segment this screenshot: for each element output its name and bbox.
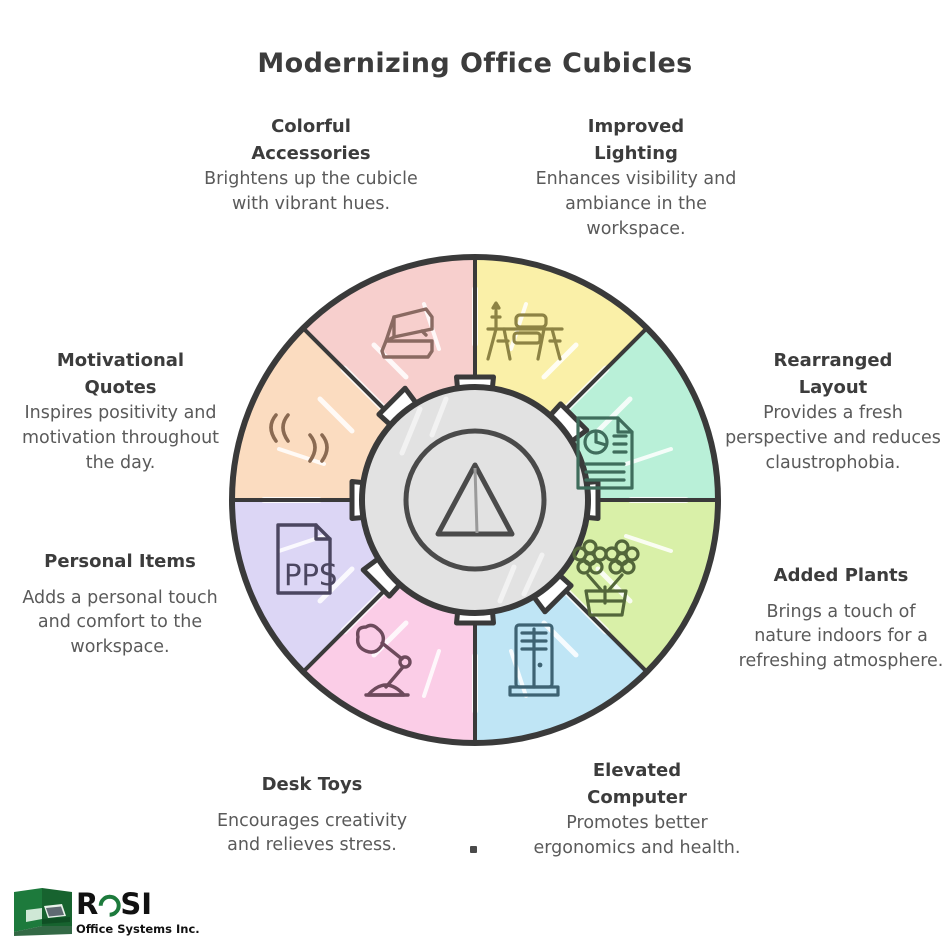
label-title-line2: Layout <box>798 376 868 398</box>
label-title: Added Plants <box>773 565 909 586</box>
label-improved-lighting: Improved Lighting Enhances visibility an… <box>528 114 744 242</box>
label-description: Adds a personal touch and comfort to the… <box>22 587 218 658</box>
computer-tower-icon <box>508 623 560 697</box>
label-elevated-computer: Elevated Computer Promotes better ergono… <box>528 758 746 861</box>
label-title: Desk Toys <box>261 774 363 795</box>
label-description: Brings a touch of nature indoors for a r… <box>738 601 944 672</box>
label-motivational-quotes: Motivational Quotes Inspires positivity … <box>18 348 223 476</box>
stapler-icon <box>380 307 434 359</box>
report-document-icon <box>576 416 634 490</box>
label-title: Improved <box>587 116 685 137</box>
label-title: Elevated <box>592 760 682 781</box>
label-added-plants: Added Plants Brings a touch of nature in… <box>736 563 946 674</box>
label-title-line2: Computer <box>587 786 687 808</box>
label-description: Brightens up the cubicle with vibrant hu… <box>204 169 418 214</box>
label-description: Promotes better ergonomics and health. <box>533 813 741 858</box>
segmented-wheel-diagram: PPS <box>224 249 726 751</box>
logo-wordmark: R SI Office Systems Inc. <box>76 886 202 936</box>
quotation-marks-icon <box>269 413 329 463</box>
label-title: Personal Items <box>44 551 196 572</box>
wheel-outer-ring <box>229 254 721 746</box>
page-title: Modernizing Office Cubicles <box>257 48 693 79</box>
label-title-line2: Lighting <box>594 142 678 164</box>
hub-inner-ring <box>403 428 547 572</box>
label-title: Motivational <box>56 350 185 371</box>
rosi-logo[interactable]: R SI Office Systems Inc. <box>12 886 202 944</box>
cubicle-desk-icon <box>14 888 72 936</box>
label-title: Rearranged <box>773 350 893 371</box>
label-description: Encourages creativity and relieves stres… <box>216 810 408 856</box>
label-description: Inspires positivity and motivation throu… <box>21 403 220 473</box>
label-desk-toys: Desk Toys Encourages creativity and reli… <box>212 772 412 858</box>
pps-file-label: PPS <box>284 558 337 592</box>
label-description: Provides a fresh perspective and reduces… <box>725 403 941 473</box>
label-description: Enhances visibility and ambiance in the … <box>535 169 737 239</box>
label-title-line2: Accessories <box>251 142 371 164</box>
potted-flowers-icon <box>572 539 640 617</box>
desk-lamp-icon <box>355 623 412 697</box>
triangle-in-circle-icon <box>435 462 515 537</box>
logo-brand-first: R <box>76 887 99 921</box>
bullet-dot-mark <box>470 846 477 853</box>
label-title-line2: Quotes <box>84 376 157 398</box>
logo-brand-name: R SI <box>76 886 202 922</box>
label-personal-items: Personal Items Adds a personal touch and… <box>10 549 230 660</box>
desk-workbench-icon <box>486 301 564 361</box>
logo-brand-rest: SI <box>120 887 153 921</box>
label-rearranged-layout: Rearranged Layout Provides a fresh persp… <box>722 348 944 476</box>
gear-hub <box>349 374 601 626</box>
label-title: Colorful <box>271 116 351 137</box>
logo-tagline: Office Systems Inc. <box>76 922 200 936</box>
label-colorful-accessories: Colorful Accessories Brightens up the cu… <box>196 114 426 217</box>
pps-file-icon: PPS <box>276 523 337 595</box>
